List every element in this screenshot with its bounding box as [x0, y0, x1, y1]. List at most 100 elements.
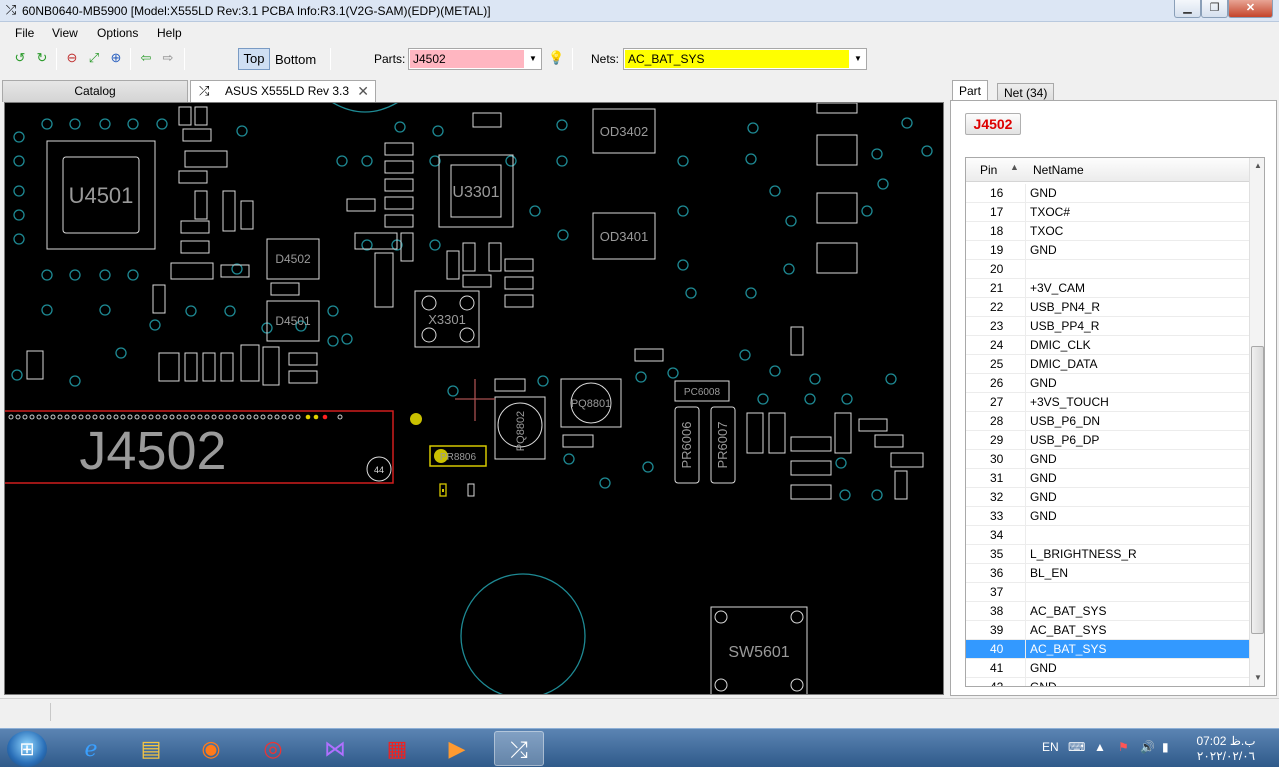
net-name: TXOC#: [1030, 205, 1071, 219]
net-name: TXOC: [1030, 224, 1064, 238]
bottom-side-button[interactable]: Bottom: [275, 52, 317, 67]
nets-value[interactable]: AC_BAT_SYS: [625, 50, 849, 68]
pin-number: 25: [990, 357, 1004, 371]
table-row[interactable]: 41 GND: [966, 659, 1249, 678]
media-player-icon[interactable]: ▶: [448, 736, 466, 761]
scroll-down-icon[interactable]: ▼: [1254, 673, 1262, 682]
pin-number: 19: [990, 243, 1004, 257]
firefox-icon[interactable]: ◉: [201, 736, 221, 761]
back-arrow-icon[interactable]: ⇦: [140, 50, 152, 65]
pr8806-outline[interactable]: [429, 445, 487, 467]
board-canvas[interactable]: U4501 U3301 OD3402 OD3401 D4502 D4501 X3…: [4, 102, 944, 695]
zoom-in-icon[interactable]: ⊕: [110, 50, 122, 65]
action-center-icon[interactable]: ⚑: [1118, 740, 1129, 754]
pin-number: 23: [990, 319, 1004, 333]
tab-board[interactable]: ⤮ ASUS X555LD Rev 3.3 ✕: [190, 80, 376, 102]
board-viewer-icon[interactable]: ⤮: [494, 731, 544, 766]
language-indicator[interactable]: EN: [1042, 740, 1059, 754]
tab-part[interactable]: Part: [952, 80, 989, 103]
table-row[interactable]: 20: [966, 260, 1249, 279]
clock-time[interactable]: ب.ظ 07:02: [1196, 734, 1256, 748]
top-side-button[interactable]: Top: [238, 48, 270, 70]
nets-dropdown-arrow-icon[interactable]: ▼: [854, 54, 862, 63]
pin-number: 41: [990, 661, 1004, 675]
pin-number: 29: [990, 433, 1004, 447]
pcb-viewer-icon[interactable]: ▦: [386, 736, 408, 761]
j4502-outline[interactable]: [5, 410, 394, 484]
tab-catalog[interactable]: Catalog: [2, 80, 188, 102]
forward-arrow-icon[interactable]: ⇨: [162, 50, 174, 65]
close-tab-icon[interactable]: ✕: [357, 83, 369, 99]
table-row[interactable]: 21+3V_CAM: [966, 279, 1249, 298]
table-row[interactable]: 37: [966, 583, 1249, 602]
menu-view[interactable]: View: [52, 26, 78, 40]
internet-explorer-icon[interactable]: ℯ: [84, 736, 98, 761]
net-name: BL_EN: [1030, 566, 1069, 580]
col-netname[interactable]: NetName: [1033, 163, 1084, 177]
status-bar: [0, 698, 1279, 726]
parts-combobox[interactable]: J4502 ▼: [408, 48, 542, 70]
parts-dropdown-arrow-icon[interactable]: ▼: [529, 54, 537, 63]
close-button[interactable]: ✕: [1228, 0, 1273, 18]
rotate-left-icon[interactable]: ↺: [14, 50, 26, 65]
scroll-thumb[interactable]: [1251, 346, 1264, 634]
maximize-button[interactable]: ❐: [1201, 0, 1228, 18]
rotate-right-icon[interactable]: ↻: [36, 50, 48, 65]
menu-options[interactable]: Options: [97, 26, 139, 40]
table-row[interactable]: 27+3VS_TOUCH: [966, 393, 1249, 412]
lightbulb-icon[interactable]: 💡: [548, 50, 565, 65]
net-name: GND: [1030, 661, 1057, 675]
zoom-fit-icon[interactable]: ⤢: [88, 50, 100, 65]
pin-number: 24: [990, 338, 1004, 352]
zoom-out-icon[interactable]: ⊖: [66, 50, 78, 65]
label-od3402: OD3402: [600, 124, 648, 139]
show-hidden-icon[interactable]: ▲: [1094, 740, 1106, 754]
file-explorer-icon[interactable]: ▤: [140, 736, 162, 761]
clock-date[interactable]: ٢٠٢٢/٠٢/٠٦: [1196, 749, 1256, 763]
pin-number: 21: [990, 281, 1004, 295]
minimize-button[interactable]: ▁: [1174, 0, 1201, 18]
board-drawing[interactable]: U4501 U3301 OD3402 OD3401 D4502 D4501 X3…: [5, 103, 944, 695]
nets-label: Nets:: [591, 52, 620, 66]
network-icon[interactable]: ▮: [1162, 740, 1169, 754]
volume-icon[interactable]: 🔊: [1140, 740, 1155, 754]
net-name: GND: [1030, 471, 1057, 485]
sort-ascending-icon[interactable]: ▲: [1010, 162, 1019, 172]
menu-file[interactable]: File: [15, 26, 35, 40]
nets-combobox[interactable]: AC_BAT_SYS ▼: [623, 48, 867, 70]
parts-value[interactable]: J4502: [410, 50, 524, 68]
keyboard-icon[interactable]: ⌨: [1068, 740, 1086, 754]
scroll-up-icon[interactable]: ▲: [1254, 161, 1262, 170]
part-badge[interactable]: J4502: [965, 113, 1021, 135]
col-pin[interactable]: Pin: [980, 163, 998, 177]
start-button[interactable]: ⊞: [7, 731, 47, 767]
chrome-icon[interactable]: ◎: [263, 736, 283, 761]
table-row[interactable]: 34: [966, 526, 1249, 545]
vertical-scrollbar[interactable]: ▲ ▼: [1249, 158, 1264, 686]
menu-help[interactable]: Help: [157, 26, 182, 40]
visual-studio-icon[interactable]: ⋈: [324, 736, 346, 761]
